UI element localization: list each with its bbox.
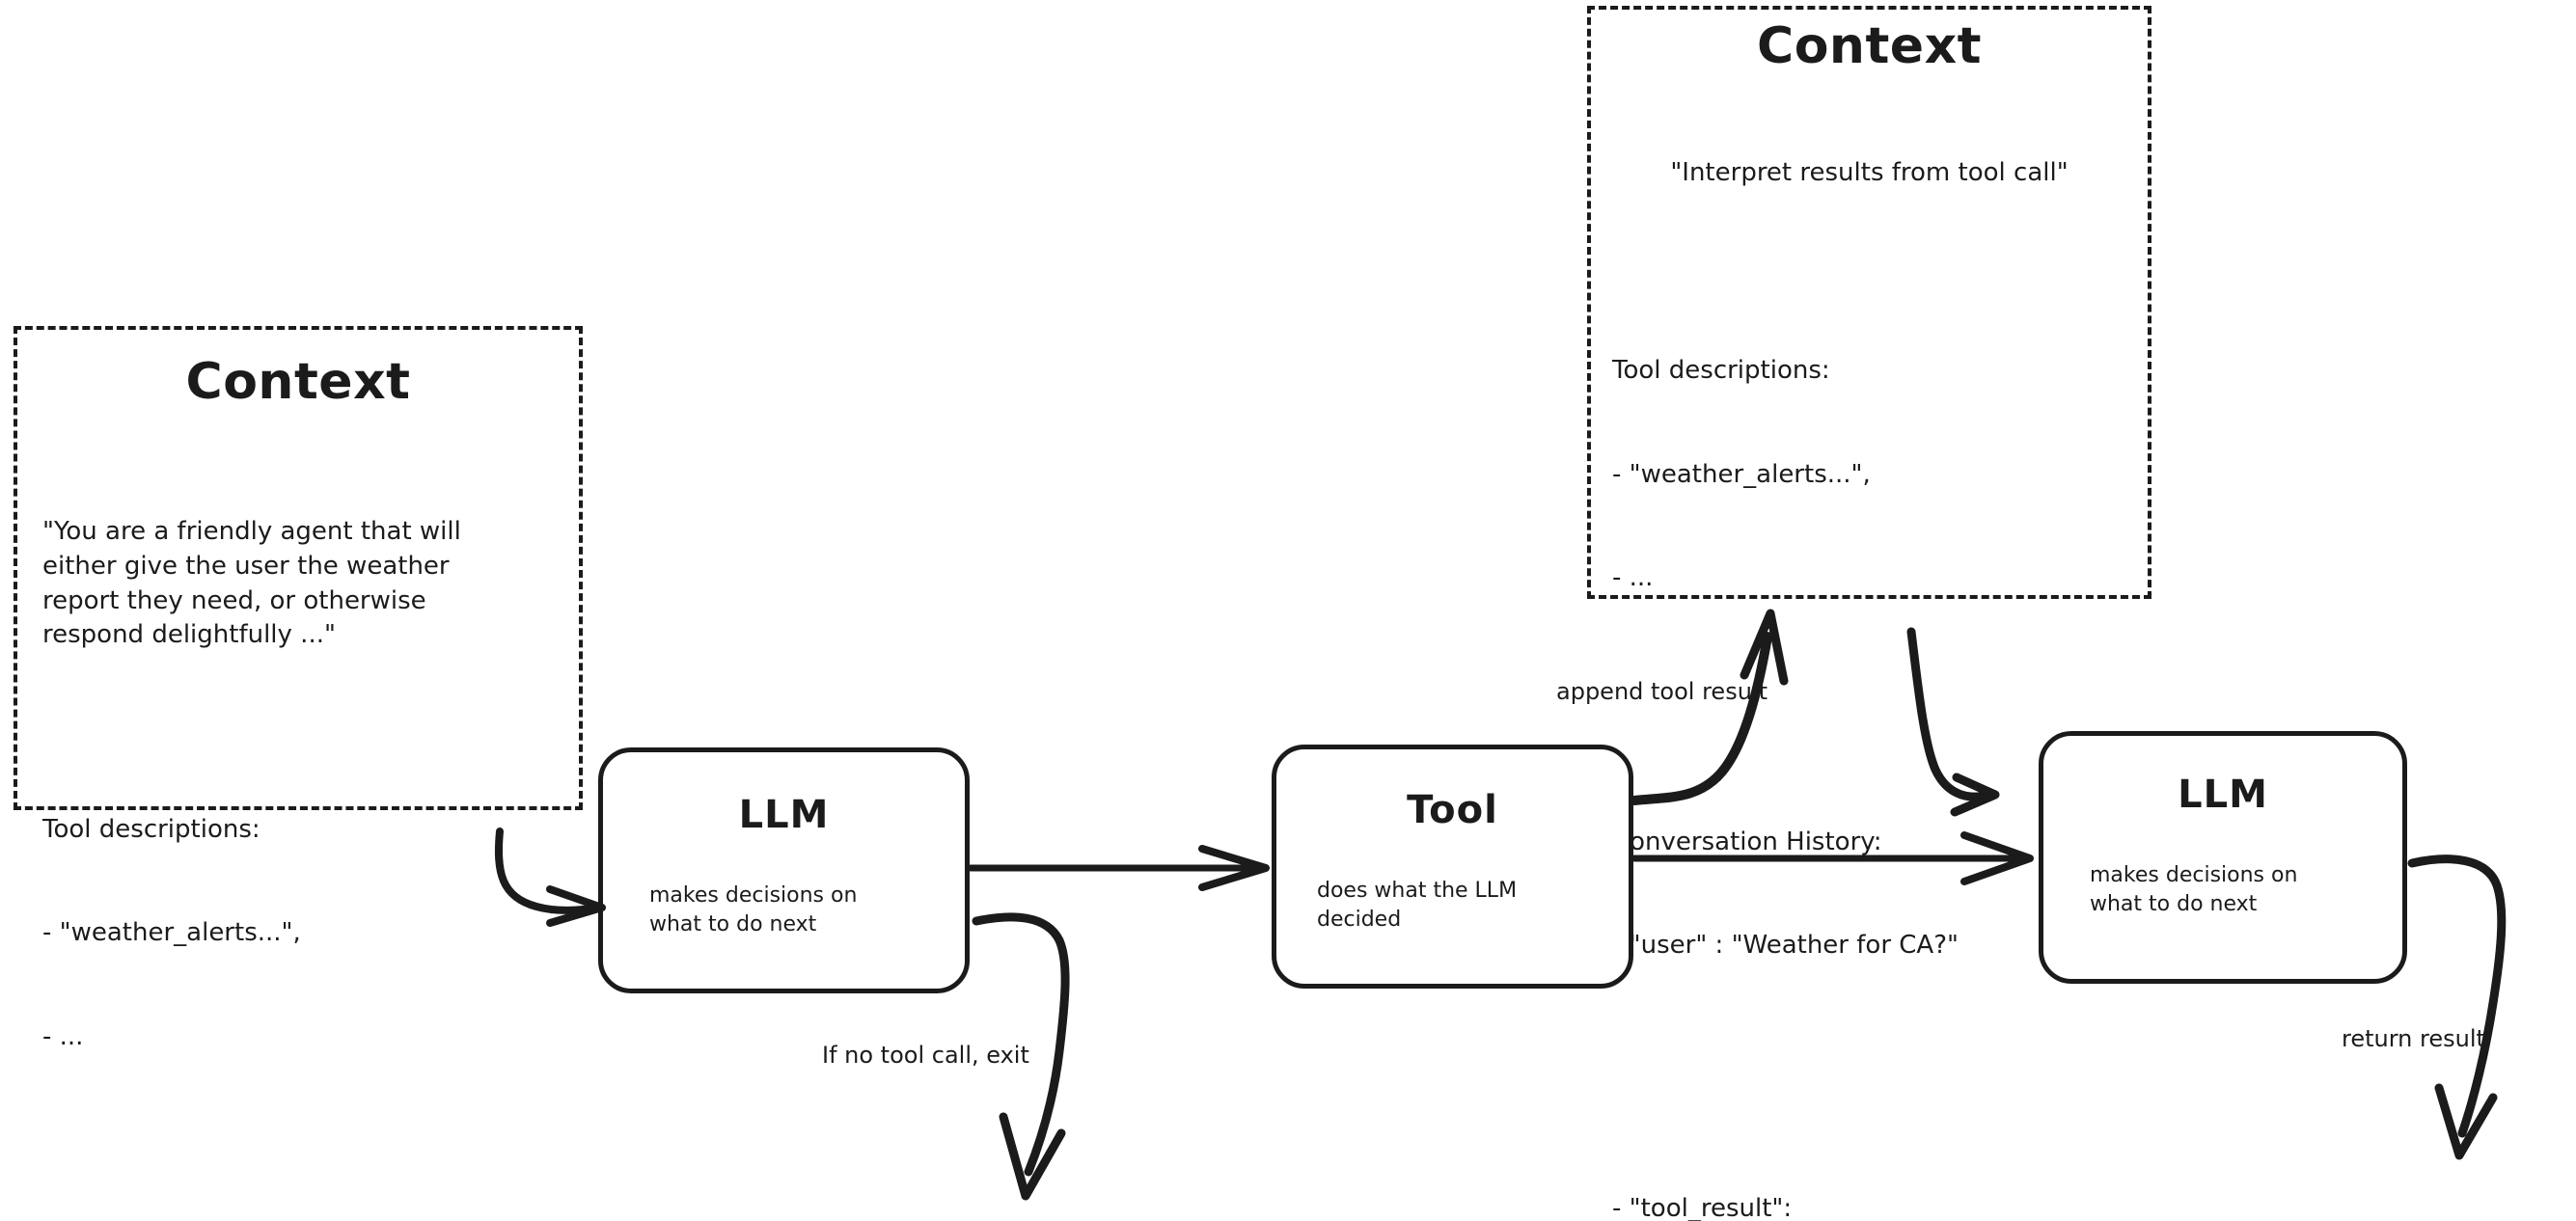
node-llm-second[interactable]: LLM makes decisions on what to do next	[2039, 731, 2407, 984]
tool-description-item: - "weather_alerts...",	[1612, 459, 1871, 489]
tool-descriptions-heading: Tool descriptions:	[42, 814, 260, 844]
context-right-tool-result: - "tool_result": { "state": "CA", [ { "r…	[1612, 1124, 2126, 1221]
tool-description-item: - "weather_alerts...",	[42, 918, 301, 948]
conversation-heading: Conversation History:	[1612, 827, 1882, 856]
context-box-left: Context "You are a friendly agent that w…	[14, 326, 583, 1051]
context-right-title: Context	[1757, 17, 1982, 75]
node-llm-second-subtitle: makes decisions on what to do next	[2090, 863, 2298, 916]
context-left-body: "You are a friendly agent that will eith…	[42, 446, 554, 1221]
edge-label-exit: If no tool call, exit	[822, 1042, 1029, 1069]
context-right-conversation: Conversation History: - "user" : "Weathe…	[1612, 756, 2126, 1033]
context-left-title: Context	[185, 353, 411, 411]
context-left-system-prompt: "You are a friendly agent that will eith…	[42, 516, 461, 650]
context-left-conversation: Conversation History: - "user" : "Weathe…	[42, 1214, 554, 1221]
node-llm-first-title: LLM	[738, 793, 830, 837]
node-llm-second-title: LLM	[2178, 773, 2268, 817]
tool-description-item: - ...	[1612, 563, 1654, 593]
node-tool-title: Tool	[1407, 788, 1498, 832]
node-tool-subtitle: does what the LLM decided	[1317, 879, 1518, 932]
context-right-tool-descriptions: Tool descriptions: - "weather_alerts..."…	[1612, 285, 2126, 665]
tool-description-item: - ...	[42, 1022, 84, 1051]
arrow-llm2-return	[2407, 855, 2507, 1160]
context-box-right: Context "Interpret results from tool cal…	[1587, 6, 2151, 1221]
node-tool[interactable]: Tool does what the LLM decided	[1272, 745, 1633, 989]
node-llm-first[interactable]: LLM makes decisions on what to do next	[598, 747, 970, 993]
context-right-body: "Interpret results from tool call" Tool …	[1612, 87, 2126, 1221]
edge-label-append-tool-result: append tool result	[1556, 678, 1768, 705]
context-left-tool-descriptions: Tool descriptions: - "weather_alerts..."…	[42, 744, 554, 1125]
tool-descriptions-heading: Tool descriptions:	[1612, 356, 1830, 386]
context-right-system-prompt: "Interpret results from tool call"	[1670, 157, 2069, 187]
conversation-item: - "user" : "Weather for CA?"	[1612, 931, 1959, 961]
tool-result-line: - "tool_result":	[1612, 1194, 1793, 1221]
edge-label-return-result: return result	[2342, 1025, 2485, 1052]
node-llm-first-subtitle: makes decisions on what to do next	[649, 883, 858, 936]
arrow-llm1-to-tool	[967, 845, 1270, 891]
